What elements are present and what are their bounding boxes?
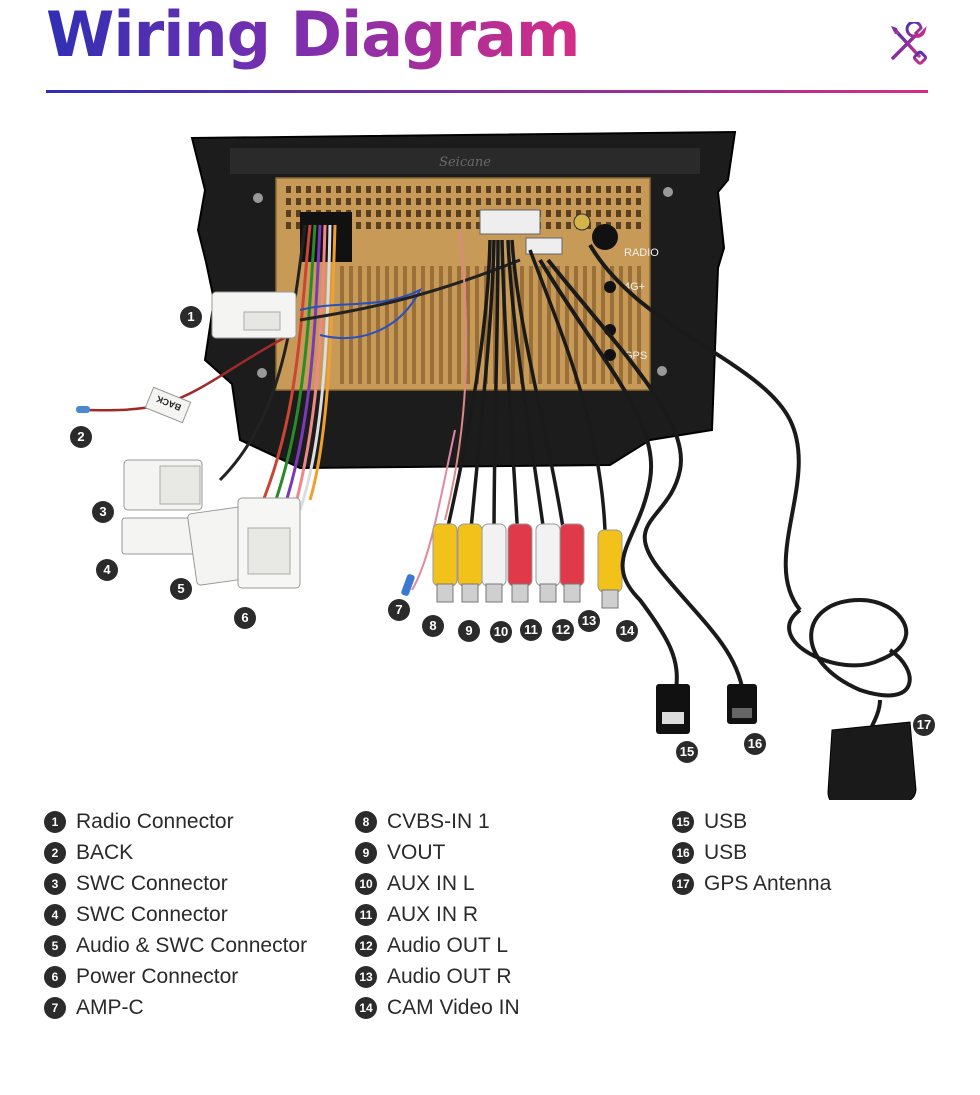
callout-3: 3 (92, 501, 114, 523)
legend-label: SWC Connector (76, 902, 228, 926)
legend-label: VOUT (387, 840, 446, 864)
legend-number: 8 (355, 810, 377, 833)
legend-label: SWC Connector (76, 871, 228, 895)
legend-item: 1 Radio Connector (44, 806, 307, 837)
rca-plug (457, 523, 483, 603)
legend-label: Power Connector (76, 964, 239, 988)
legend-number: 13 (355, 965, 377, 988)
legend-item: 17 GPS Antenna (672, 868, 831, 899)
head-unit: Seicane RADIO 4G+ GPS (190, 130, 737, 470)
legend-item: 11 AUX IN R (355, 899, 520, 930)
legend-label: CAM Video IN (387, 995, 520, 1019)
tools-icon (891, 22, 928, 65)
legend-label: USB (704, 809, 748, 833)
wiring-diagram: Seicane RADIO 4G+ GPS BACK (76, 130, 917, 800)
legend-label: Audio OUT L (387, 933, 509, 957)
callout-14: 14 (616, 620, 638, 642)
legend-label: AUX IN R (387, 902, 479, 926)
legend-item: 12 Audio OUT L (355, 930, 520, 961)
legend-label: AMP-C (76, 995, 144, 1019)
legend-number: 5 (44, 934, 66, 957)
title-divider (46, 90, 928, 93)
legend-number: 17 (672, 872, 694, 895)
legend-item: 6 Power Connector (44, 961, 307, 992)
rca-plug (507, 523, 533, 603)
radio-port-label: RADIO (624, 247, 659, 259)
legend-item: 4 SWC Connector (44, 899, 307, 930)
legend-item: 8 CVBS-IN 1 (355, 806, 520, 837)
callout-11: 11 (520, 619, 542, 641)
callout-9: 9 (458, 620, 480, 642)
callout-7: 7 (388, 599, 410, 621)
legend-number: 12 (355, 934, 377, 957)
legend-item: 15 USB (672, 806, 831, 837)
rca-plug (481, 523, 507, 603)
callout-15: 15 (676, 741, 698, 763)
page-title: Wiring Diagram (46, 0, 581, 71)
legend-item: 13 Audio OUT R (355, 961, 520, 992)
legend-label: USB (704, 840, 748, 864)
legend-number: 11 (355, 903, 377, 926)
legend-label: Radio Connector (76, 809, 234, 833)
callout-17: 17 (913, 714, 935, 736)
brand-label: Seicane (439, 155, 491, 170)
legend-label: CVBS-IN 1 (387, 809, 490, 833)
legend-item: 7 AMP-C (44, 992, 307, 1023)
usb-plug-15 (656, 684, 690, 734)
gps-antenna (827, 721, 917, 800)
legend-number: 7 (44, 996, 66, 1019)
legend-number: 6 (44, 965, 66, 988)
legend-number: 9 (355, 841, 377, 864)
callout-12: 12 (552, 619, 574, 641)
legend-item: 10 AUX IN L (355, 868, 520, 899)
callout-13: 13 (578, 610, 600, 632)
legend-label: AUX IN L (387, 871, 475, 895)
callout-5: 5 (170, 578, 192, 600)
legend-item: 5 Audio & SWC Connector (44, 930, 307, 961)
legend-number: 3 (44, 872, 66, 895)
callout-1: 1 (180, 306, 202, 328)
rca-plug (559, 523, 585, 603)
callout-6: 6 (234, 607, 256, 629)
legend-number: 1 (44, 810, 66, 833)
rca-plugs (432, 523, 623, 609)
legend-number: 16 (672, 841, 694, 864)
callout-10: 10 (490, 621, 512, 643)
usb-gps-cables (538, 243, 912, 727)
callout-16: 16 (744, 733, 766, 755)
legend-number: 4 (44, 903, 66, 926)
harness-wires (81, 224, 521, 591)
legend-item: 14 CAM Video IN (355, 992, 520, 1023)
callout-8: 8 (422, 615, 444, 637)
back-tag (144, 386, 192, 424)
legend-item: 16 USB (672, 837, 831, 868)
legend-item: 2 BACK (44, 837, 307, 868)
legend-label: GPS Antenna (704, 871, 832, 895)
legend-item: 3 SWC Connector (44, 868, 307, 899)
legend-label: Audio OUT R (387, 964, 512, 988)
legend-number: 2 (44, 841, 66, 864)
rca-cables (443, 239, 607, 541)
legend-label: BACK (76, 840, 134, 864)
legend-number: 15 (672, 810, 694, 833)
left-connectors: BACK (76, 291, 415, 596)
legend-label: Audio & SWC Connector (76, 933, 308, 957)
legend-number: 14 (355, 996, 377, 1019)
rca-plug (597, 529, 623, 609)
callout-2: 2 (70, 426, 92, 448)
rca-plug (432, 523, 458, 603)
legend-number: 10 (355, 872, 377, 895)
rca-plug (535, 523, 561, 603)
callout-4: 4 (96, 559, 118, 581)
legend-item: 9 VOUT (355, 837, 520, 868)
